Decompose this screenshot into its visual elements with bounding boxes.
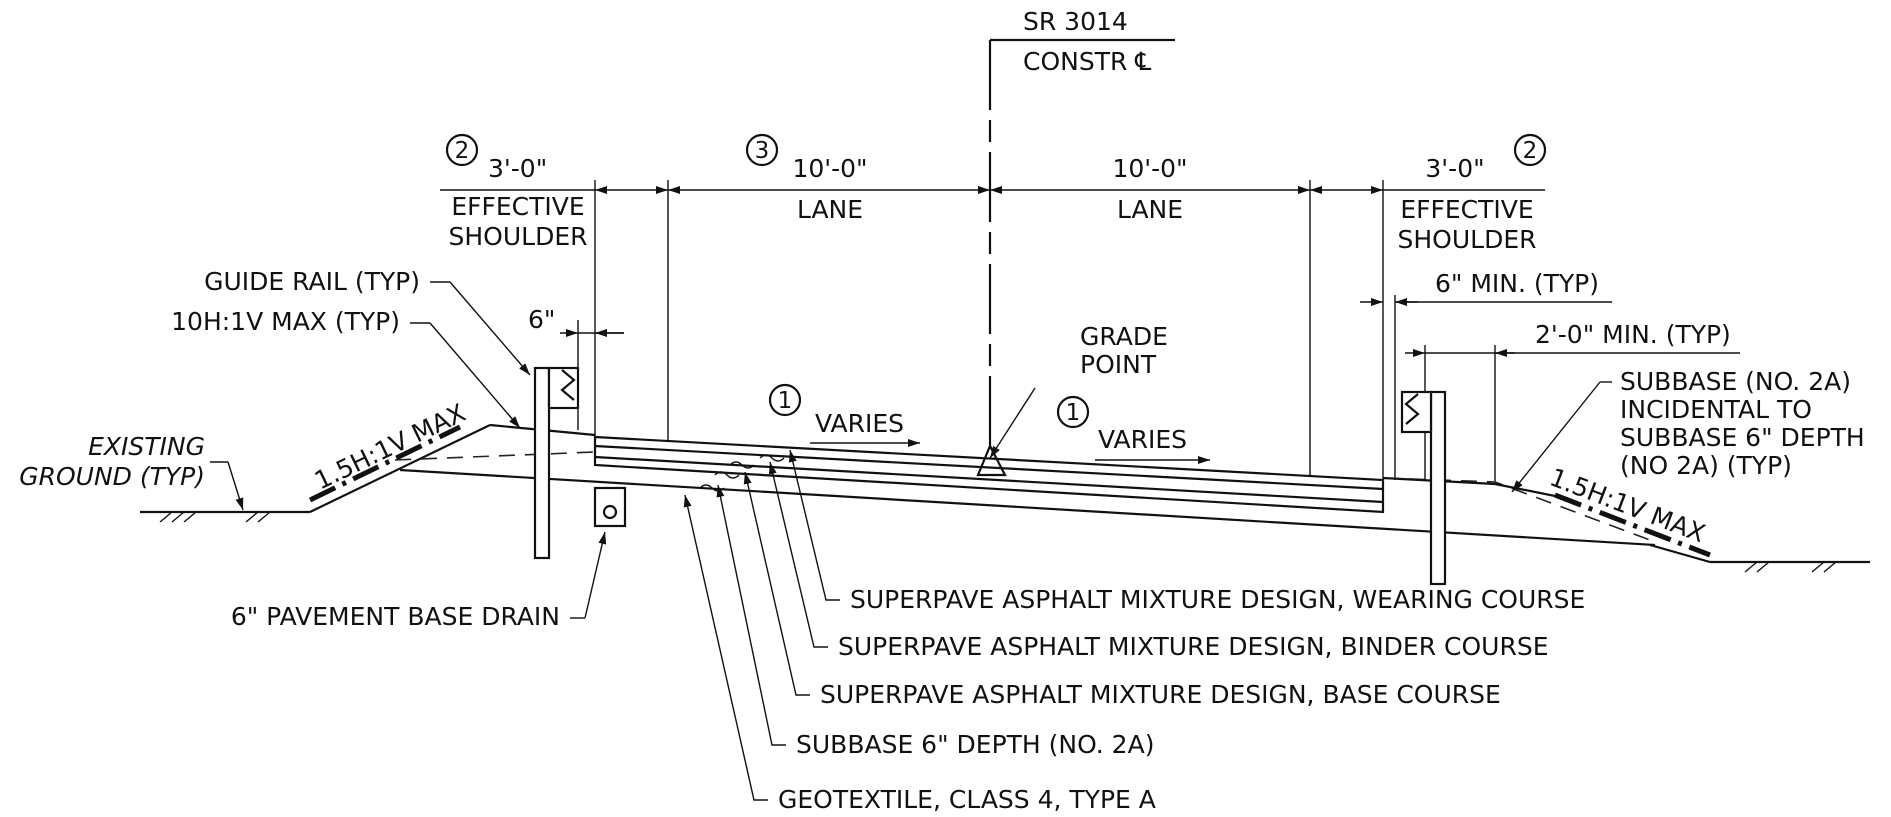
right-shoulder-width: 3'-0"	[1425, 154, 1484, 183]
layer-base-course: SUPERPAVE ASPHALT MIXTURE DESIGN, BASE C…	[820, 680, 1501, 709]
left-shoulder-width: 3'-0"	[488, 154, 547, 183]
varies-left: 1 VARIES	[768, 383, 920, 447]
ground-hatch-left	[159, 511, 271, 523]
pavement-box	[593, 435, 1385, 514]
guide-rail-post-left	[533, 366, 551, 560]
guide-rail-left	[533, 366, 580, 560]
centerline-label: CONSTR ℄	[1023, 47, 1151, 76]
varies-left-label: VARIES	[815, 409, 904, 438]
layer-callouts: SUPERPAVE ASPHALT MIXTURE DESIGN, WEARIN…	[683, 449, 1585, 814]
ground-hatch-right	[1744, 561, 1837, 573]
base-drain-label: 6" PAVEMENT BASE DRAIN	[231, 602, 560, 631]
centerline: SR 3014 CONSTR ℄	[988, 7, 1175, 450]
guide-rail-post-right	[1429, 390, 1447, 586]
guide-rail-right	[1400, 390, 1447, 586]
layer-subbase: SUBBASE 6" DEPTH (NO. 2A)	[796, 730, 1154, 759]
grade-point-label-1: GRADE	[1080, 322, 1168, 351]
guide-rail-blockout-left	[547, 366, 580, 410]
svg-text:1: 1	[778, 388, 793, 414]
slope-marker-left	[308, 424, 462, 503]
subbase-note-4: (NO 2A) (TYP)	[1620, 451, 1792, 480]
existing-ground-label-2: GROUND (TYP)	[19, 462, 205, 491]
left-shoulder-label-2: SHOULDER	[449, 222, 588, 251]
left-labels: GUIDE RAIL (TYP) 10H:1V MAX (TYP) EXISTI…	[19, 267, 607, 631]
binder-base-interface	[594, 455, 1384, 504]
wearing-binder-interface	[594, 444, 1384, 491]
svg-text:1: 1	[1066, 400, 1081, 426]
callout-circle-left-lane	[745, 133, 779, 167]
guide-rail-label: GUIDE RAIL (TYP)	[204, 267, 420, 296]
left-lane-width: 10'-0"	[792, 154, 867, 183]
layer-wearing-course: SUPERPAVE ASPHALT MIXTURE DESIGN, WEARIN…	[850, 585, 1585, 614]
right-shoulder-label-1: EFFECTIVE	[1400, 195, 1533, 224]
left-shoulder-label-1: EFFECTIVE	[451, 192, 584, 221]
subbase-note-3: SUBBASE 6" DEPTH	[1620, 423, 1865, 452]
right-lane-width: 10'-0"	[1112, 154, 1187, 183]
rail-offset-left: 6"	[528, 305, 555, 334]
callout-circle-left-shoulder	[445, 133, 479, 167]
slope-marker-right	[1554, 492, 1711, 558]
svg-text:2: 2	[455, 138, 470, 164]
grade-point-symbol: GRADE POINT	[976, 322, 1168, 477]
right-min-offset: 6" MIN. (TYP)	[1435, 269, 1599, 298]
fill-slope-left-outer	[309, 424, 491, 513]
existing-ground-label-1: EXISTING	[88, 432, 205, 461]
layer-geotextile: GEOTEXTILE, CLASS 4, TYPE A	[778, 785, 1156, 814]
svg-text:2: 2	[1523, 138, 1538, 164]
varies-right: 1 VARIES	[1056, 395, 1210, 464]
pavement-base-drain	[593, 486, 627, 528]
top-dimensions: 2 3 2 3'-0" EFFECTIVE SHOULDER 10'-0" LA…	[440, 133, 1740, 482]
grade-point-label-2: POINT	[1080, 350, 1157, 379]
subbase-note-1: SUBBASE (NO. 2A)	[1620, 367, 1851, 396]
pavement-layers	[593, 435, 1385, 514]
right-labels: SUBBASE (NO. 2A) INCIDENTAL TO SUBBASE 6…	[1511, 367, 1865, 548]
svg-text:3: 3	[755, 138, 770, 164]
layer-binder-course: SUPERPAVE ASPHALT MIXTURE DESIGN, BINDER…	[838, 632, 1549, 661]
right-lane-label: LANE	[1117, 195, 1183, 224]
right-rail-min: 2'-0" MIN. (TYP)	[1535, 320, 1731, 349]
left-lane-label: LANE	[797, 195, 863, 224]
right-shoulder-label-2: SHOULDER	[1398, 225, 1537, 254]
subbase-note-2: INCIDENTAL TO	[1620, 395, 1812, 424]
varies-right-label: VARIES	[1098, 425, 1187, 454]
slope-max-label: 10H:1V MAX (TYP)	[171, 307, 400, 336]
callout-circle-right-shoulder	[1513, 133, 1547, 167]
centerline-route: SR 3014	[1023, 7, 1128, 36]
